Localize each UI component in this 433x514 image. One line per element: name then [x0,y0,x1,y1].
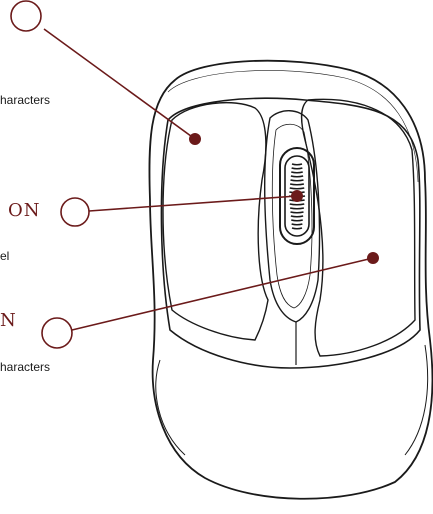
callout-circle-right-button [42,318,72,348]
side-contour-left [156,360,185,455]
scroll-wheel-ridge [290,208,304,209]
leader-line-left-button [44,29,195,139]
callout-dot-scroll-wheel [291,190,303,202]
scroll-wheel-ridge [291,212,304,213]
scroll-wheel-ridge [291,172,303,173]
scroll-wheel-ridge [291,180,304,181]
scroll-wheel-ridge [290,188,305,189]
scroll-wheel-ridge [292,228,302,229]
scroll-wheel-ridge [290,204,305,205]
scroll-wheel-ridge [292,164,302,165]
leader-line-right-button [72,258,373,330]
scroll-wheel-ridge [292,168,303,169]
scroll-wheel-ridge [290,184,304,185]
callout-circle-scroll-wheel [61,198,89,226]
scroll-wheel-heading: ON [8,200,41,221]
callout-dot-left-button [189,133,201,145]
mouse-body-outline [149,61,432,499]
right-button-description: haracters [0,360,50,374]
right-button-heading: N [0,310,17,331]
leader-line-scroll-wheel [89,196,297,211]
scroll-wheel-description: el [0,249,9,263]
scroll-wheel-ridge [291,220,303,221]
left-button-description: haracters [0,93,50,107]
scroll-wheel-ridge [291,216,303,217]
callout-dot-right-button [367,252,379,264]
scroll-wheel-ridge [292,224,303,225]
callout-circle-left-button [11,1,41,31]
scroll-wheel-ridge [291,176,303,177]
right-button-outline [302,99,415,356]
